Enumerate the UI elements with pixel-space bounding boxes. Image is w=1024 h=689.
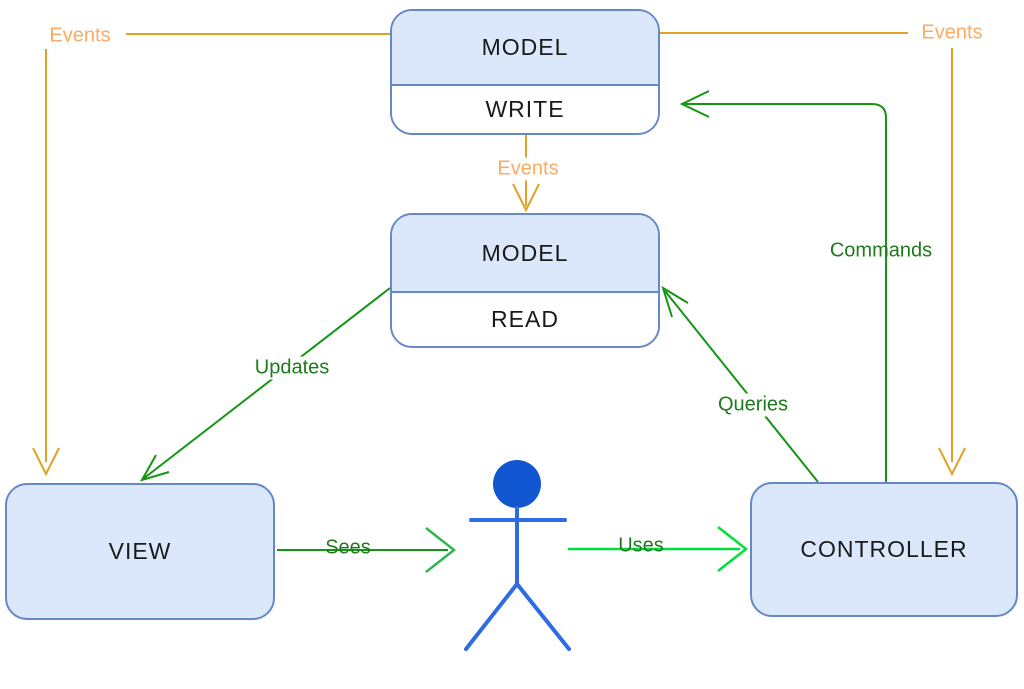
edge-label-updates: Updates	[249, 356, 335, 380]
edge-label-events-right: Events	[921, 21, 983, 44]
updates-arrow	[139, 287, 391, 482]
events-left-arrow	[32, 33, 390, 477]
edge-label-uses: Uses	[618, 534, 664, 557]
edge-label-commands: Commands	[829, 239, 933, 262]
user-actor-icon	[464, 460, 571, 651]
events-right-arrow	[660, 32, 966, 477]
edge-label-events-left: Events	[49, 24, 111, 47]
commands-arrow	[679, 90, 887, 482]
edge-label-sees: Sees	[325, 536, 371, 559]
node-model-write: MODEL WRITE	[390, 9, 660, 135]
node-model-read: MODEL READ	[390, 213, 660, 348]
edge-label-queries: Queries	[712, 393, 794, 417]
sees-arrowhead	[425, 527, 457, 573]
model-read-subtitle: READ	[392, 293, 658, 346]
node-view: VIEW	[5, 483, 275, 620]
model-write-subtitle: WRITE	[392, 86, 658, 133]
model-read-title: MODEL	[392, 215, 658, 293]
node-controller: CONTROLLER	[750, 482, 1018, 617]
model-write-title: MODEL	[392, 11, 658, 86]
uses-arrowhead	[717, 526, 749, 572]
edge-label-events-mid: Events	[492, 157, 564, 181]
actor-head	[493, 460, 541, 508]
actor-legs	[464, 580, 571, 651]
queries-arrow	[661, 285, 819, 483]
